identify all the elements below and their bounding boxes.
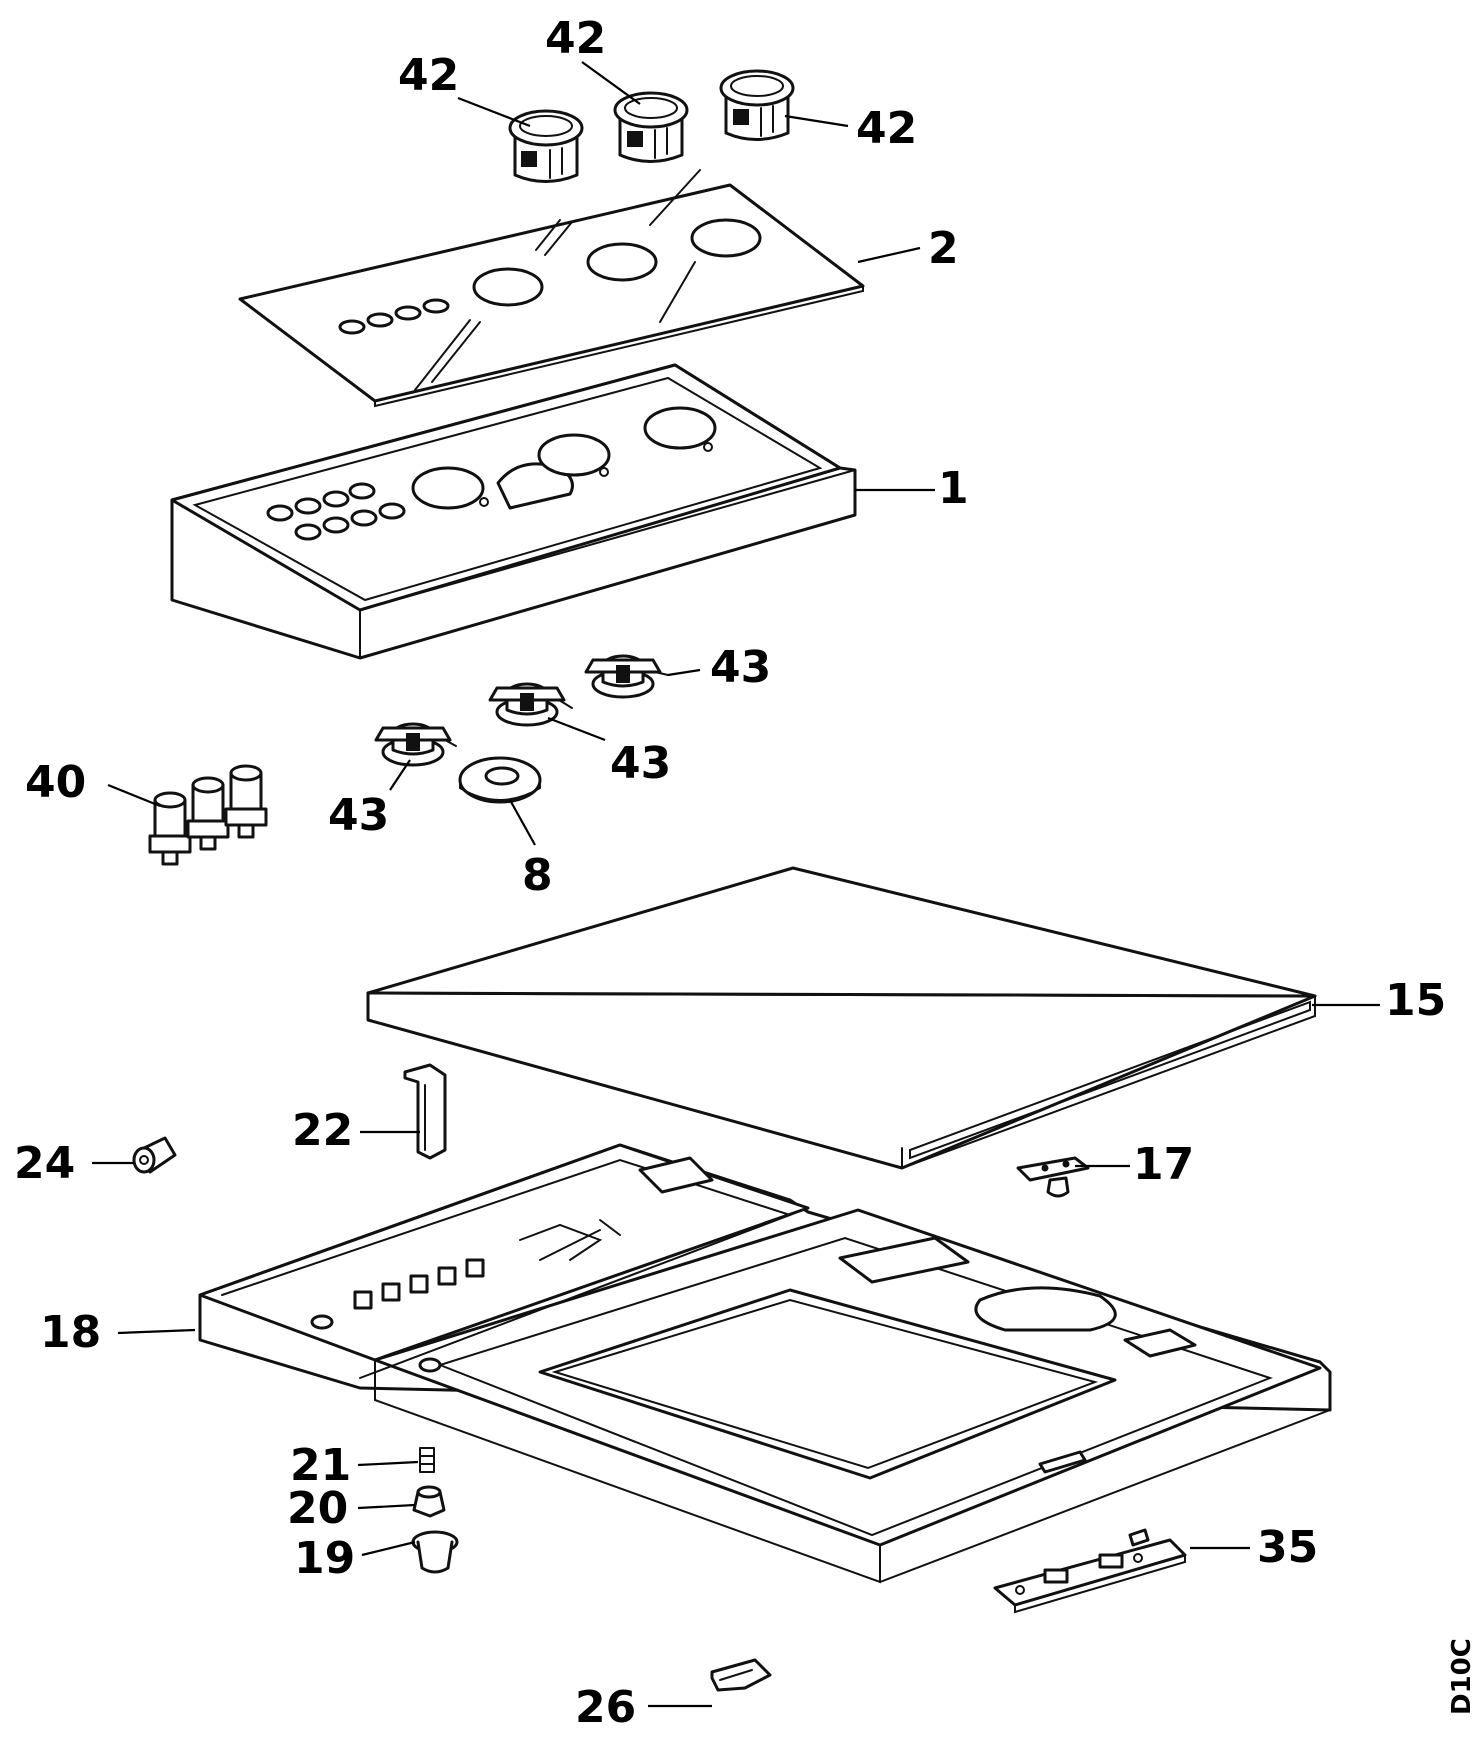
label-43-middle: 43: [610, 738, 671, 789]
part-43-rotor-middle: [488, 682, 573, 727]
label-35: 35: [1257, 1522, 1318, 1573]
label-8: 8: [522, 850, 553, 901]
label-42-left: 42: [398, 50, 459, 101]
label-43-right: 43: [710, 642, 771, 693]
part-20-cap: [412, 1485, 446, 1518]
part-26-clip: [710, 1658, 772, 1692]
part-42-knob-cap-right: [719, 69, 795, 141]
label-21: 21: [290, 1440, 351, 1491]
label-20: 20: [287, 1483, 348, 1534]
part-8-washer: [458, 756, 542, 804]
drawing-code: D10C: [1447, 1638, 1475, 1715]
part-15-top-lid: [366, 866, 1317, 1170]
part-42-knob-cap-left: [508, 109, 584, 183]
part-35-hinge-plate: [993, 1528, 1187, 1614]
label-26: 26: [575, 1682, 636, 1733]
label-1: 1: [938, 463, 969, 514]
label-2: 2: [928, 223, 959, 274]
label-43-left: 43: [328, 790, 389, 841]
part-19-foot: [411, 1530, 459, 1574]
label-42-right: 42: [856, 103, 917, 154]
part-43-rotor-left: [374, 722, 457, 767]
part-1-control-panel: [170, 363, 857, 660]
label-42-middle: 42: [545, 13, 606, 64]
label-18: 18: [40, 1307, 101, 1358]
label-19: 19: [294, 1533, 355, 1584]
part-18-worktop-frame: [198, 1143, 1332, 1584]
label-40: 40: [25, 757, 86, 808]
part-42-knob-cap-middle: [613, 91, 689, 163]
leader-lines: [92, 61, 1380, 1708]
part-40-push-buttons: [148, 764, 268, 866]
part-24-cylinder: [132, 1136, 177, 1174]
label-15: 15: [1385, 975, 1446, 1026]
label-22: 22: [292, 1105, 353, 1156]
part-22-clip: [403, 1063, 447, 1160]
part-21-spring: [419, 1447, 435, 1473]
part-2-front-plate: [238, 169, 865, 408]
label-24: 24: [14, 1138, 75, 1189]
label-17: 17: [1133, 1139, 1194, 1190]
part-43-rotor-right: [584, 654, 669, 699]
part-17-bracket: [1016, 1156, 1090, 1198]
